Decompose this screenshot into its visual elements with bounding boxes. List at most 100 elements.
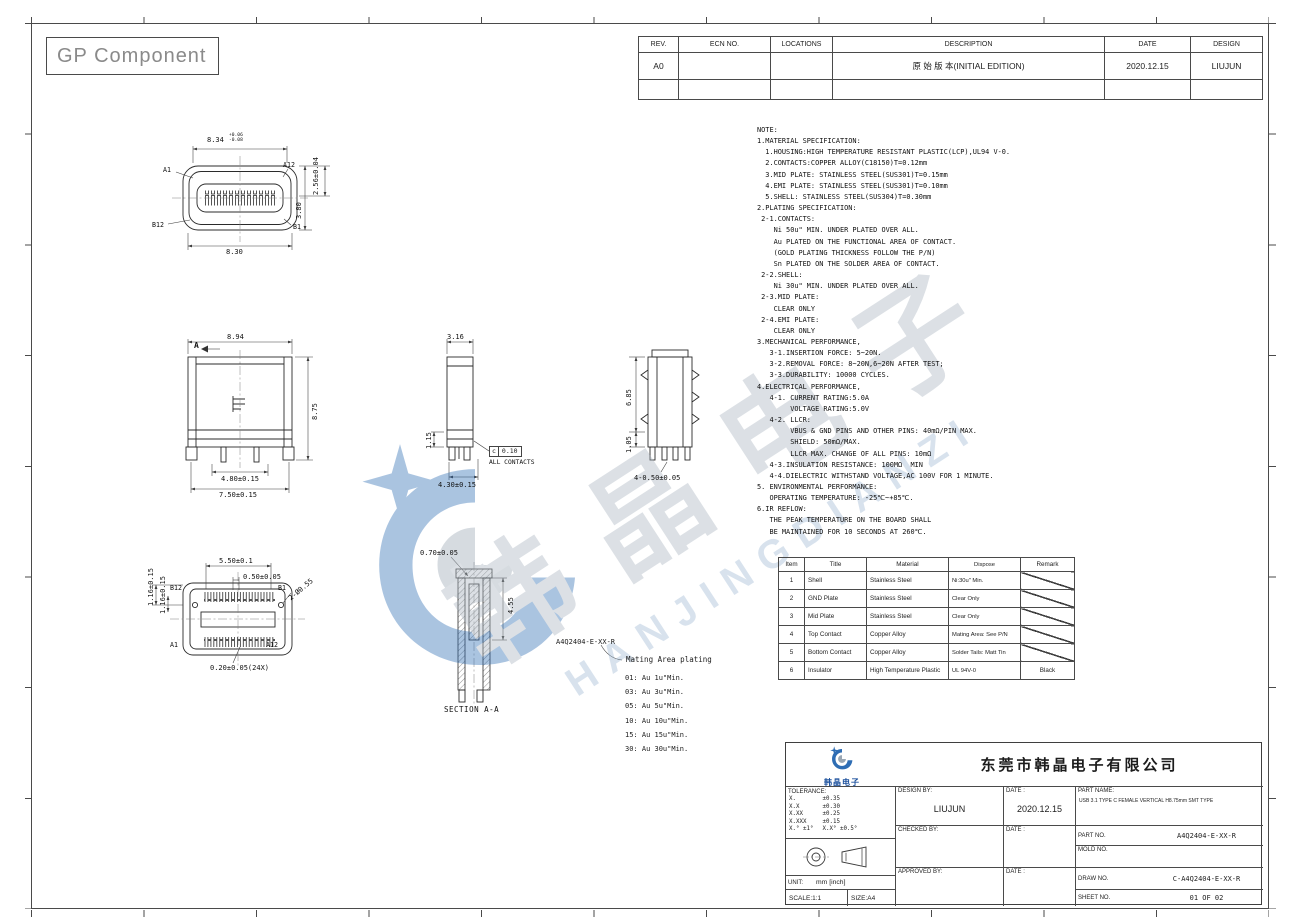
tolerance-key: X.XX xyxy=(789,811,803,818)
plating-options: 01: Au 1u"Min. 03: Au 3u"Min. 05: Au 5u"… xyxy=(625,671,688,756)
parts-table-row: 1 Shell Stainless Steel Ni:30u" Min. xyxy=(778,571,1075,590)
part-remark xyxy=(1020,643,1075,662)
pin-label-bottom-a12: A12 xyxy=(266,641,278,649)
part-name-label: PART NAME: xyxy=(1078,788,1115,794)
date-value: 2020.12.15 xyxy=(1104,52,1191,80)
part-item-number: 6 xyxy=(778,661,805,680)
scale-cell: SCALE:1:1 xyxy=(786,890,848,906)
part-item-number: 3 xyxy=(778,607,805,626)
dim-front-height: 8.75 xyxy=(311,403,319,420)
part-item-number: 2 xyxy=(778,589,805,608)
mold-no-cell: MOLD NO. xyxy=(1076,846,1263,868)
draw-no-label: DRAW NO. xyxy=(1078,875,1109,882)
design-value: LIUJUN xyxy=(1190,52,1263,80)
dim-front-width: 8.94 xyxy=(227,333,244,341)
side-view2-drawing xyxy=(629,349,700,473)
dim-side2-leg-height: 1.05 xyxy=(625,436,633,453)
tolerance-key: X. xyxy=(789,796,796,802)
parts-table: Item Title Material Dispose Remark 1 She… xyxy=(778,557,1075,680)
part-no-label: PART NO. xyxy=(1078,832,1106,839)
part-material: Copper Alloy xyxy=(866,625,949,644)
revision-row: A0 原 始 版 本(INITIAL EDITION) 2020.12.15 L… xyxy=(638,52,1263,80)
unit-value: mm [inch] xyxy=(816,879,846,886)
parts-header-title: Title xyxy=(804,557,867,572)
plating-option: 30: Au 30u"Min. xyxy=(625,745,689,754)
part-item-number: 5 xyxy=(778,643,805,662)
dim-top-width-tolerance: +0.06 -0.08 xyxy=(229,133,243,144)
dim-bottom-row-offset-b: 1.16±0.15 xyxy=(159,576,167,614)
dim-bottom-pad-size: 0.20±0.05(24X) xyxy=(210,664,270,672)
dim-top-width: 8.34 xyxy=(207,136,224,144)
dim-top-depth: 3.80 xyxy=(295,202,303,219)
part-name-value: USB 3.1 TYPE C FEMALE VERTICAL H8.75mm S… xyxy=(1079,798,1214,804)
approved-date-label: DATE : xyxy=(1006,869,1025,875)
tolerance-cell: TOLERANCE: X. ±0.35 X.X ±0.30 X.XX xyxy=(786,787,896,839)
scale-value: SCALE:1:1 xyxy=(789,894,822,902)
part-title: Top Contact xyxy=(804,625,867,644)
rev-value: A0 xyxy=(638,52,679,80)
tolerance-key: X.X xyxy=(789,803,800,810)
parts-table-row: 4 Top Contact Copper Alloy Mating Area: … xyxy=(778,625,1075,644)
empty-cell xyxy=(770,79,833,100)
tolerance-key: X.XXX xyxy=(789,818,807,825)
rev-header-date: DATE xyxy=(1104,36,1191,53)
parts-table-row: 3 Mid Plate Stainless Steel Clear Only xyxy=(778,607,1075,626)
dim-front-leg-span: 7.50±0.15 xyxy=(219,491,257,499)
plating-option: 01: Au 1u"Min. xyxy=(625,674,685,682)
company-logo-icon xyxy=(830,746,853,770)
tolerance-upper: +0.06 xyxy=(229,133,243,138)
front-view-drawing xyxy=(185,339,313,493)
dim-top-width-bottom: 8.30 xyxy=(226,248,243,256)
plating-option: 05: Au 5u"Min. xyxy=(625,702,685,711)
callout-note: ALL CONTACTS xyxy=(489,459,535,466)
design-date-value: 2020.12.15 xyxy=(1016,804,1063,814)
approved-by-cell: APPROVED BY: xyxy=(896,868,1004,906)
part-title: GND Plate xyxy=(804,589,867,608)
design-date-label: DATE : xyxy=(1006,788,1025,794)
draw-no-cell: DRAW NO. C-A4Q2404-E-XX-R xyxy=(1076,868,1263,890)
tolerance-rows: X. ±0.35 X.X ±0.30 X.XX ±0.25 X.XXX xyxy=(786,796,895,834)
tolerance-title: TOLERANCE: xyxy=(788,789,827,795)
parts-table-row: 2 GND Plate Stainless Steel Clear Only xyxy=(778,589,1075,608)
revision-header-row: REV. ECN NO. LOCATIONS DESCRIPTION DATE … xyxy=(638,36,1263,53)
sheet-title-box: GP Component xyxy=(46,37,219,75)
frame-ticks-right xyxy=(1269,23,1276,909)
parts-table-row: 5 Bottom Contact Copper Alloy Solder Tai… xyxy=(778,643,1075,662)
rev-header-design: DESIGN xyxy=(1190,36,1263,53)
dim-top-height: 2.56±0.04 xyxy=(312,157,320,195)
ecn-value xyxy=(678,52,771,80)
part-dispose: Ni:30u" Min. xyxy=(948,571,1021,590)
section-mark-a: A xyxy=(194,341,199,350)
pin-label-a1: A1 xyxy=(163,166,171,174)
design-by-label: DESIGN BY: xyxy=(898,788,933,794)
locations-value xyxy=(770,52,833,80)
plating-option: 03: Au 3u"Min. xyxy=(625,688,685,697)
pin-label-a12: A12 xyxy=(283,161,295,169)
part-title: Bottom Contact xyxy=(804,643,867,662)
tolerance-value: ±0.30 xyxy=(822,803,840,810)
section-view-drawing xyxy=(450,556,507,706)
tolerance-value: ±0.35 xyxy=(822,796,840,802)
dim-section-depth: 4.55 xyxy=(507,597,515,614)
part-title: Shell xyxy=(804,571,867,590)
rev-header-rev: REV. xyxy=(638,36,679,53)
part-item-number: 4 xyxy=(778,625,805,644)
projection-symbol-cell xyxy=(786,839,896,876)
part-material: Stainless Steel xyxy=(866,589,949,608)
checked-date-label: DATE : xyxy=(1006,827,1025,833)
revision-empty-row xyxy=(638,79,1263,100)
plating-note-leader xyxy=(600,644,623,661)
part-dispose: Clear Only xyxy=(948,607,1021,626)
design-date-cell: DATE : 2020.12.15 xyxy=(1004,787,1076,826)
empty-cell xyxy=(1190,79,1263,100)
parts-header-item: Item xyxy=(778,557,805,572)
pin-label-bottom-b1: B1 xyxy=(278,584,286,592)
unit-cell: UNIT: mm [inch] xyxy=(786,876,896,890)
company-row: 韩晶电子 HANJINGDIANZI 东莞市韩晶电子有限公司 xyxy=(786,743,1263,787)
design-by-value: LIUJUN xyxy=(933,804,966,814)
description-value: 原 始 版 本(INITIAL EDITION) xyxy=(832,52,1105,80)
dim-side-width: 3.16 xyxy=(447,333,464,341)
dim-side-leg-height: 1.15 xyxy=(425,432,433,449)
